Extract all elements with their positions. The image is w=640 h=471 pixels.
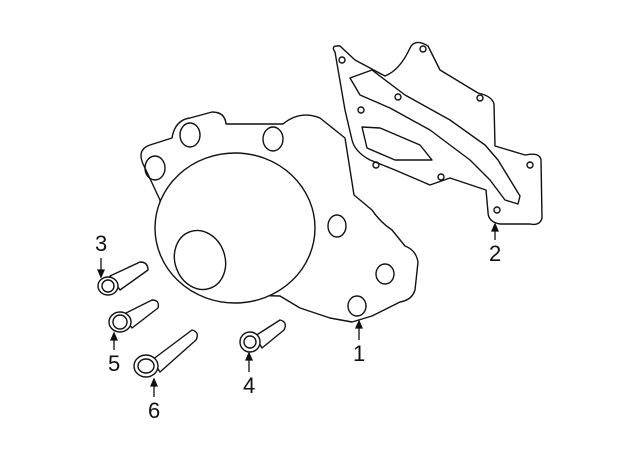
callout-4: 4 <box>243 373 256 398</box>
bolt-part-3[interactable] <box>97 261 149 296</box>
gasket-part-2[interactable] <box>332 41 543 226</box>
callout-2: 2 <box>489 241 502 266</box>
bolt-part-6[interactable] <box>133 329 199 378</box>
bolt-part-4[interactable] <box>239 319 287 353</box>
bolt-part-5[interactable] <box>108 299 160 333</box>
callout-6: 6 <box>148 398 161 423</box>
leader-arrows <box>97 222 499 397</box>
callout-3: 3 <box>95 231 108 256</box>
callout-1: 1 <box>353 341 366 366</box>
callout-5: 5 <box>108 351 121 376</box>
water-pump-part-1[interactable] <box>140 111 419 323</box>
